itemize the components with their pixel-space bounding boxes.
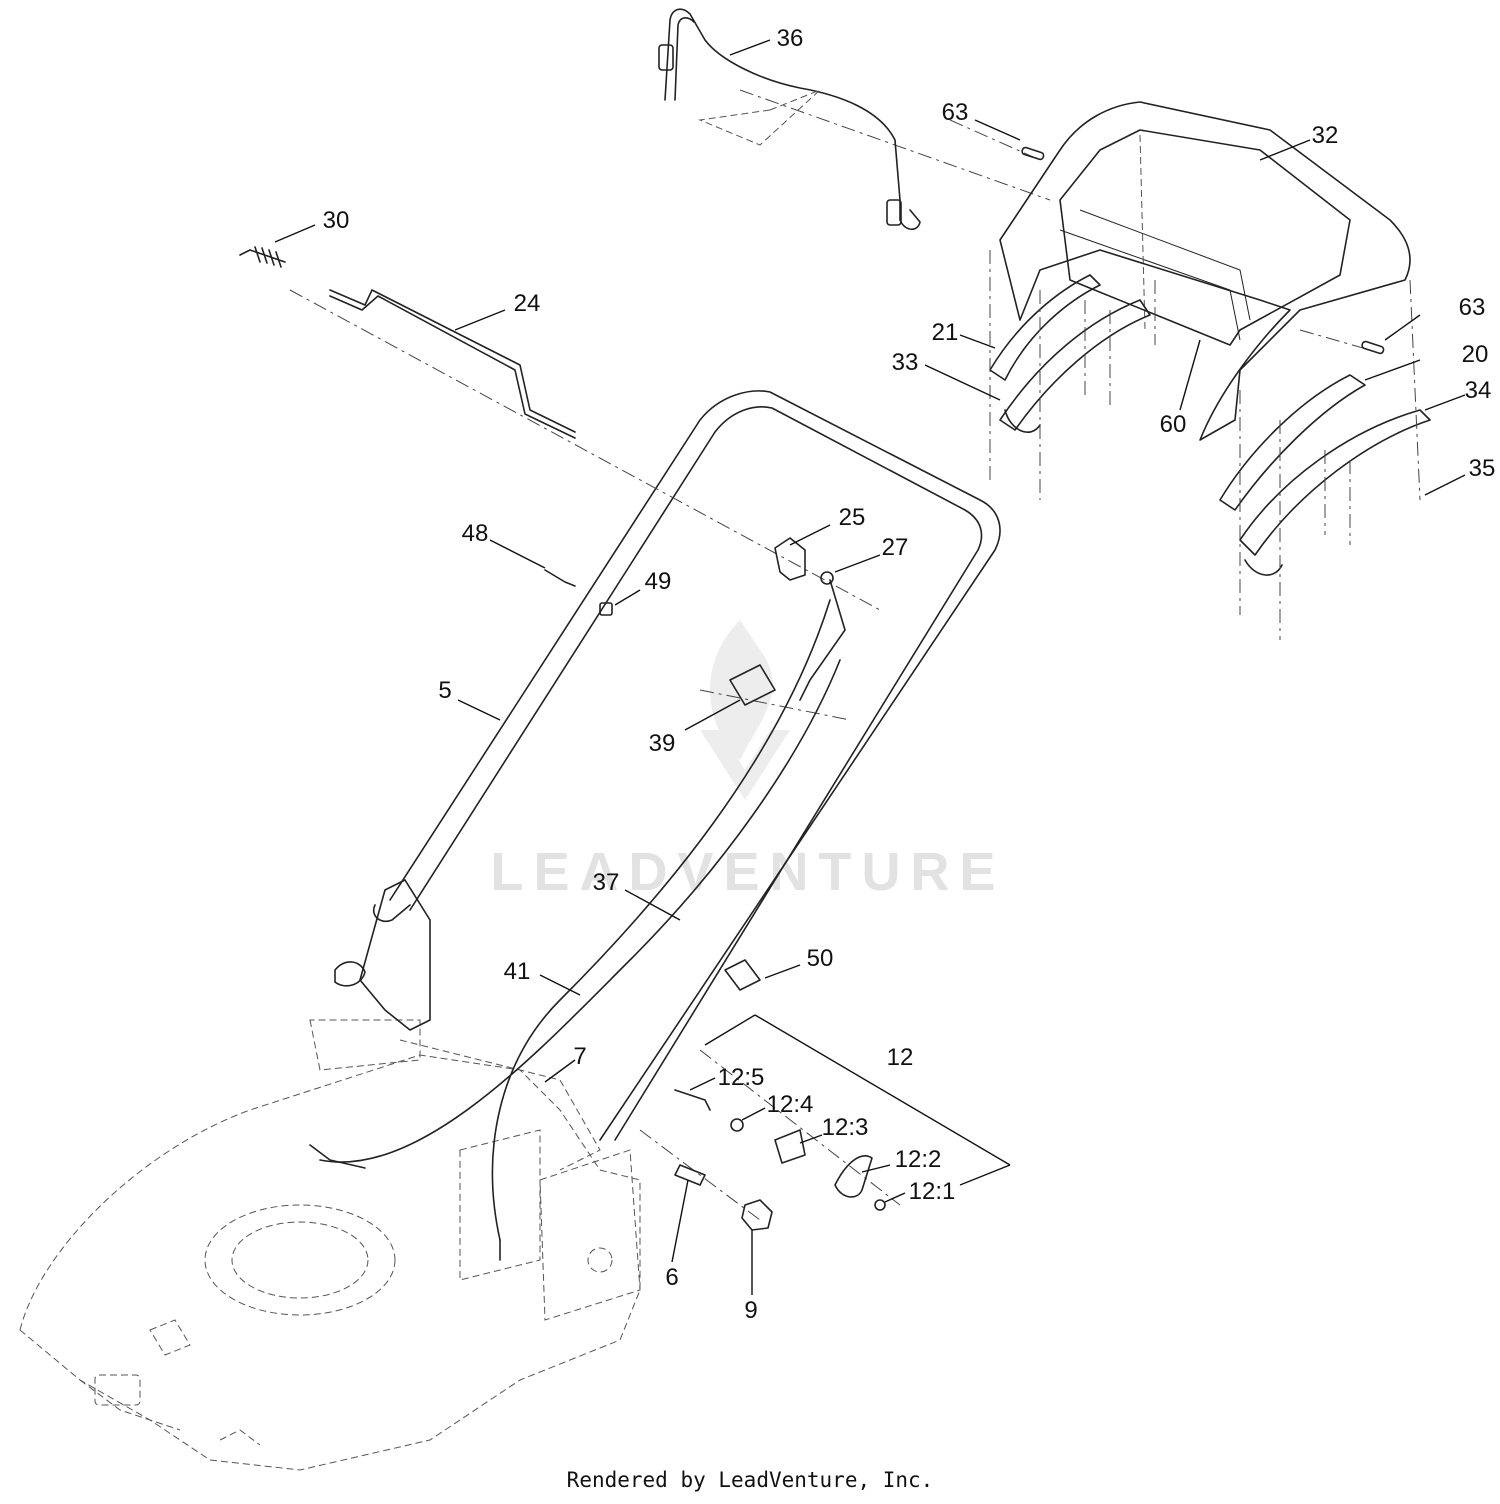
callout-32: 32: [1312, 122, 1339, 149]
left-rails: [989, 274, 1151, 433]
callout-37: 37: [593, 869, 620, 896]
pins: [1021, 146, 1385, 355]
screws: [949, 119, 1421, 640]
callout-12-2: 12:2: [895, 1146, 942, 1173]
cables: [309, 599, 841, 1261]
spring-and-rod: [239, 246, 576, 439]
callout-49: 49: [645, 568, 672, 595]
callout-labels: 36 63 32 30 24 63 21 33 20 34 60 35 25 4…: [323, 25, 1496, 1324]
callout-12-3: 12:3: [822, 1114, 869, 1141]
callout-9: 9: [744, 1297, 757, 1324]
adjuster-assembly: [674, 959, 886, 1231]
callout-48: 48: [462, 520, 489, 547]
alignment-line: [289, 289, 881, 611]
callout-50: 50: [807, 945, 834, 972]
render-credit: Rendered by LeadVenture, Inc.: [566, 1468, 934, 1492]
right-rails: [1219, 374, 1431, 576]
callout-63b: 63: [1459, 294, 1486, 321]
callout-24: 24: [514, 290, 541, 317]
callout-6: 6: [665, 1264, 678, 1291]
control-parts: [544, 537, 846, 706]
upper-handle-housing: [999, 101, 1411, 441]
callout-5: 5: [438, 677, 451, 704]
callout-33: 33: [892, 349, 919, 376]
callout-34: 34: [1465, 377, 1492, 404]
callout-35: 35: [1469, 455, 1496, 482]
watermark-text: LEADVENTURE: [490, 842, 1005, 902]
callout-20: 20: [1462, 341, 1489, 368]
callout-39: 39: [649, 730, 676, 757]
callout-63: 63: [942, 99, 969, 126]
main-handle: [389, 390, 1001, 1141]
alignment-line: [699, 1049, 901, 1206]
callout-27: 27: [882, 534, 909, 561]
callout-36: 36: [777, 25, 804, 52]
left-hinge-bracket: [334, 879, 431, 1031]
bail-bar: [658, 8, 921, 231]
callout-25: 25: [839, 504, 866, 531]
callout-7: 7: [573, 1043, 586, 1070]
alignment-line: [639, 1129, 761, 1221]
leader-lines: [274, 39, 1466, 1295]
mower-deck: [19, 1019, 641, 1471]
callout-30: 30: [323, 207, 350, 234]
watermark-logo-icon: [700, 620, 790, 800]
callout-12-5: 12:5: [718, 1064, 765, 1091]
callout-41: 41: [504, 958, 531, 985]
callout-60: 60: [1160, 411, 1187, 438]
callout-12: 12: [887, 1044, 914, 1071]
callout-12-4: 12:4: [767, 1091, 814, 1118]
callout-12-1: 12:1: [909, 1178, 956, 1205]
alignment-line: [699, 689, 851, 721]
callout-21: 21: [932, 319, 959, 346]
